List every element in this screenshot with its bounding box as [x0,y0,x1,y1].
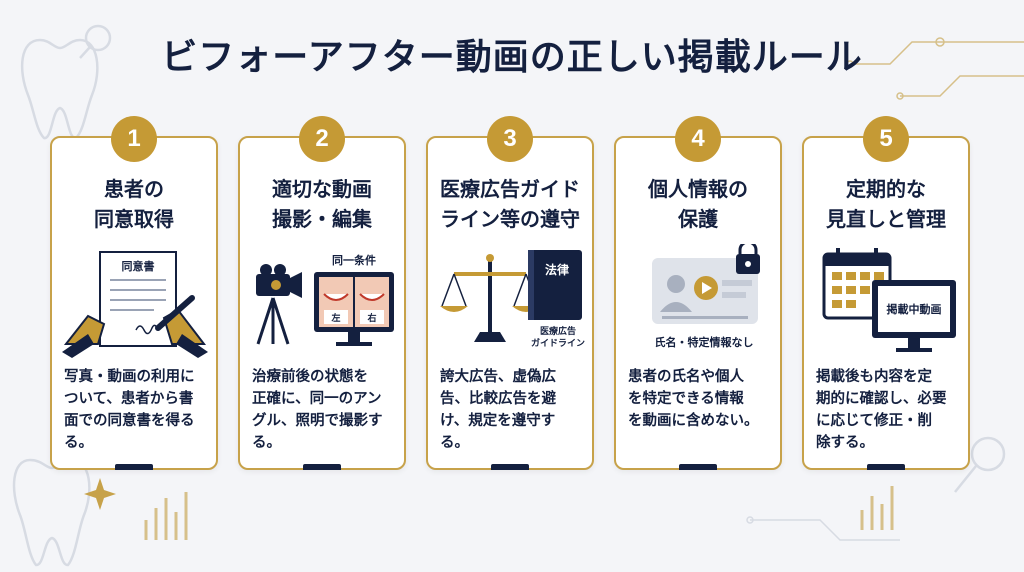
card-description: 誇大広告、虚偽広 告、比較広告を避 け、規定を遵守する。 [440,369,556,451]
right-label: 右 [366,312,376,324]
card-bottom-bar [303,464,341,470]
page-title: ビフォーアフター動画の正しい掲載ルール [161,37,863,78]
rule-card-consent: 1 患者の 同意取得 同意書 写真・動画の利用に ついて、患者から書 面での同意… [50,116,218,470]
step-number-badge: 3 [487,116,533,162]
step-number-badge: 5 [863,116,909,162]
rule-card-ad-guidelines: 3 医療広告ガイド ライン等の遵守 法律 医療広告 ガイドライン 誇大広告、虚偽… [426,116,594,470]
guideline-label-line1: 医療広告 [540,325,576,337]
card-title: 医療広告ガイド ライン等の遵守 [440,177,580,231]
card-bottom-bar [679,464,717,470]
tooth-outline-bottom-icon [12,458,91,567]
card-bottom-bar [115,464,153,470]
scales-law-book-icon: 法律 医療広告 ガイドライン [440,250,585,349]
step-number-badge: 1 [111,116,157,162]
card-bottom-bar [867,464,905,470]
guideline-label-line2: ガイドライン [531,337,585,349]
card-title: 定期的な 見直しと管理 [826,177,946,231]
rule-card-video-shooting: 2 適切な動画 撮影・編集 同一条件 左 右 治療前後の状態を 正確に、同一のア… [238,116,406,470]
rule-card-privacy: 4 個人情報の 保護 氏名・特定情報なし 患者の氏名や個人 を特定できる情報 を… [614,116,782,470]
circuit-lines-bottom-decoration [746,516,900,541]
bar-graph-decoration [144,486,894,540]
card-title: 適切な動画 撮影・編集 [272,177,372,231]
privacy-caption: 氏名・特定情報なし [655,335,754,349]
card-title: 個人情報の 保護 [648,177,748,231]
signing-consent-document-icon: 同意書 [62,251,208,358]
step-number-badge: 4 [675,116,721,162]
left-label: 左 [330,312,340,324]
card-description: 患者の氏名や個人 を特定できる情報 を動画に含めない。 [628,369,759,429]
blurred-video-lock-icon: 氏名・特定情報なし [652,244,760,349]
sparkle-icon [84,478,116,510]
card-description: 治療前後の状態を 正確に、同一のアン グル、照明で撮影す る。 [252,369,383,451]
card-description: 掲載後も内容を定 期的に確認し、必要 に応じて修正・削 除する。 [816,369,947,451]
condition-label: 同一条件 [332,253,376,267]
screen-label: 掲載中動画 [887,302,942,316]
calendar-monitor-icon: 掲載中動画 [822,248,956,352]
card-description: 写真・動画の利用に ついて、患者から書 面での同意書を得る る。 [64,369,195,451]
rule-card-review: 5 定期的な 見直しと管理 掲載中動画 掲載後も内容を定 期的に確認し、必要 に… [802,116,970,470]
document-label: 同意書 [122,259,155,273]
card-bottom-bar [491,464,529,470]
video-camera-monitor-icon: 同一条件 左 右 [256,253,394,346]
card-title: 患者の 同意取得 [94,177,174,231]
book-label: 法律 [545,262,569,277]
step-number-badge: 2 [299,116,345,162]
